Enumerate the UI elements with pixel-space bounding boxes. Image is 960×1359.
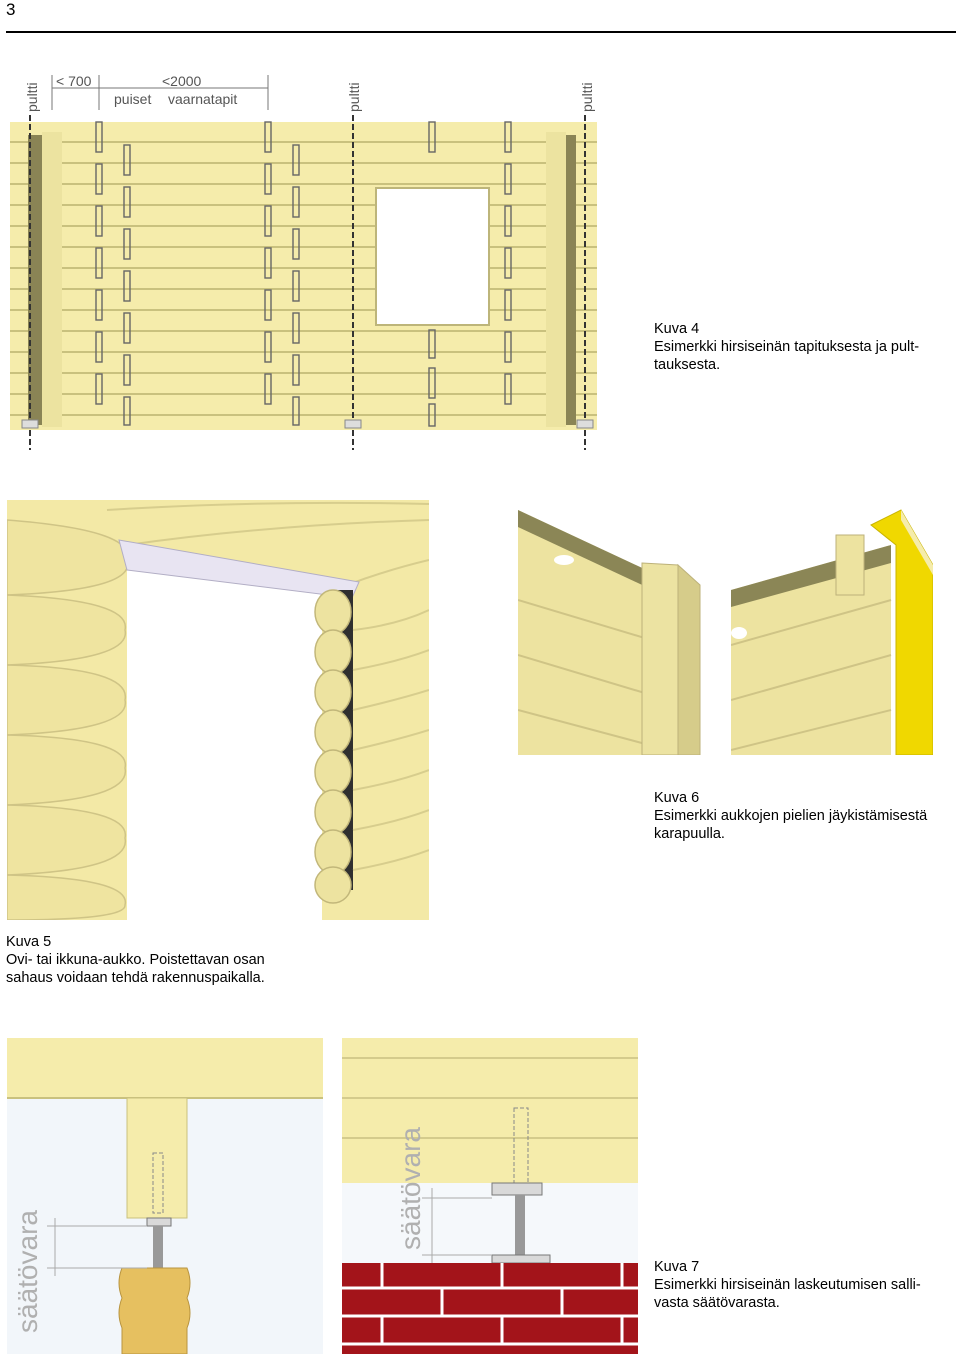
caption-title: Kuva 7: [654, 1259, 700, 1275]
caption-line: Ovi- tai ikkuna-aukko. Poistettavan osan: [6, 952, 265, 968]
pultti-label-1: pultti: [24, 82, 40, 112]
vaarnatapit-label: vaarnatapit: [168, 91, 237, 107]
pultti-label-3: pultti: [579, 82, 595, 112]
caption-line: vasta säätövarasta.: [654, 1295, 780, 1311]
figure-5-caption: Kuva 5 Ovi- tai ikkuna-aukko. Poistettav…: [6, 933, 302, 987]
dowel-column-1: [95, 121, 103, 405]
figure-7-settling-left: säätövara: [7, 1038, 323, 1354]
dim-700-label: < 700: [56, 73, 92, 89]
figure-6-jamb-left: [518, 510, 701, 755]
figure-6-caption: Kuva 6 Esimerkki aukkojen pielien jäykis…: [654, 789, 954, 843]
caption-line: karapuulla.: [654, 826, 725, 842]
figure-6-jamb-right: [731, 509, 933, 755]
puiset-label: puiset: [114, 91, 151, 107]
pultti-label-2: pultti: [346, 82, 362, 112]
page-number: 3: [6, 0, 16, 19]
caption-line: sahaus voidaan tehdä rakennuspaikalla.: [6, 970, 265, 986]
caption-line: tauksesta.: [654, 357, 721, 373]
figure-4-caption: Kuva 4 Esimerkki hirsiseinän tapituksest…: [654, 320, 950, 374]
figure-7-settling-right: säätövara: [342, 1038, 638, 1354]
figure-7-caption: Kuva 7 Esimerkki hirsiseinän laskeutumis…: [654, 1258, 950, 1312]
caption-title: Kuva 4: [654, 321, 700, 337]
caption-line: Esimerkki hirsiseinän tapituksesta ja pu…: [654, 339, 920, 355]
caption-line: Esimerkki aukkojen pielien jäykistämises…: [654, 808, 928, 824]
saatovara-label-right: säätövara: [395, 1127, 426, 1250]
header-rule: [6, 31, 956, 33]
dim-2000-label: <2000: [162, 73, 202, 89]
caption-line: Esimerkki hirsiseinän laskeutumisen sall…: [654, 1277, 921, 1293]
saatovara-label-left: säätövara: [12, 1210, 43, 1333]
caption-title: Kuva 6: [654, 790, 700, 806]
caption-title: Kuva 5: [6, 934, 52, 950]
figure-4-wall-drawing: pultti < 700 <2000 puiset vaarnatapit pu…: [10, 73, 597, 450]
figure-5-door-opening: [7, 500, 429, 920]
